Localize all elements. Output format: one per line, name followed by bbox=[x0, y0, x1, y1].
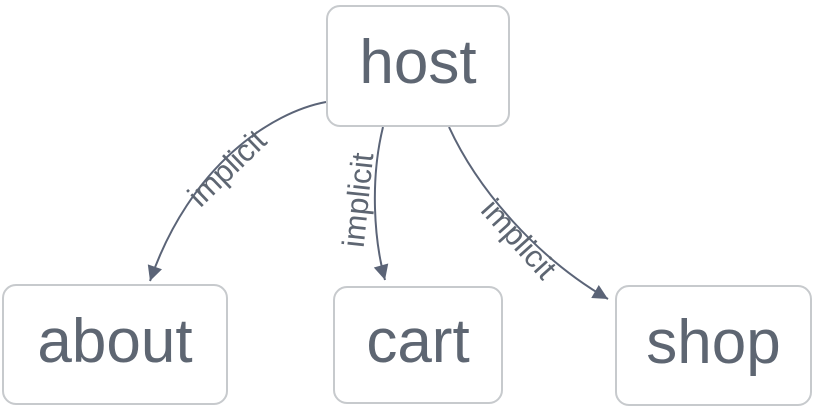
node-cart: cart bbox=[333, 286, 503, 404]
node-host: host bbox=[326, 5, 510, 127]
node-shop-label: shop bbox=[646, 307, 781, 377]
node-about-label: about bbox=[37, 306, 193, 376]
node-host-label: host bbox=[359, 28, 477, 97]
edge-host-shop bbox=[448, 126, 609, 300]
node-cart-label: cart bbox=[366, 307, 470, 376]
edge-host-cart bbox=[373, 126, 389, 281]
edge-host-about bbox=[147, 101, 327, 282]
node-shop: shop bbox=[615, 285, 812, 406]
node-about: about bbox=[2, 284, 228, 405]
